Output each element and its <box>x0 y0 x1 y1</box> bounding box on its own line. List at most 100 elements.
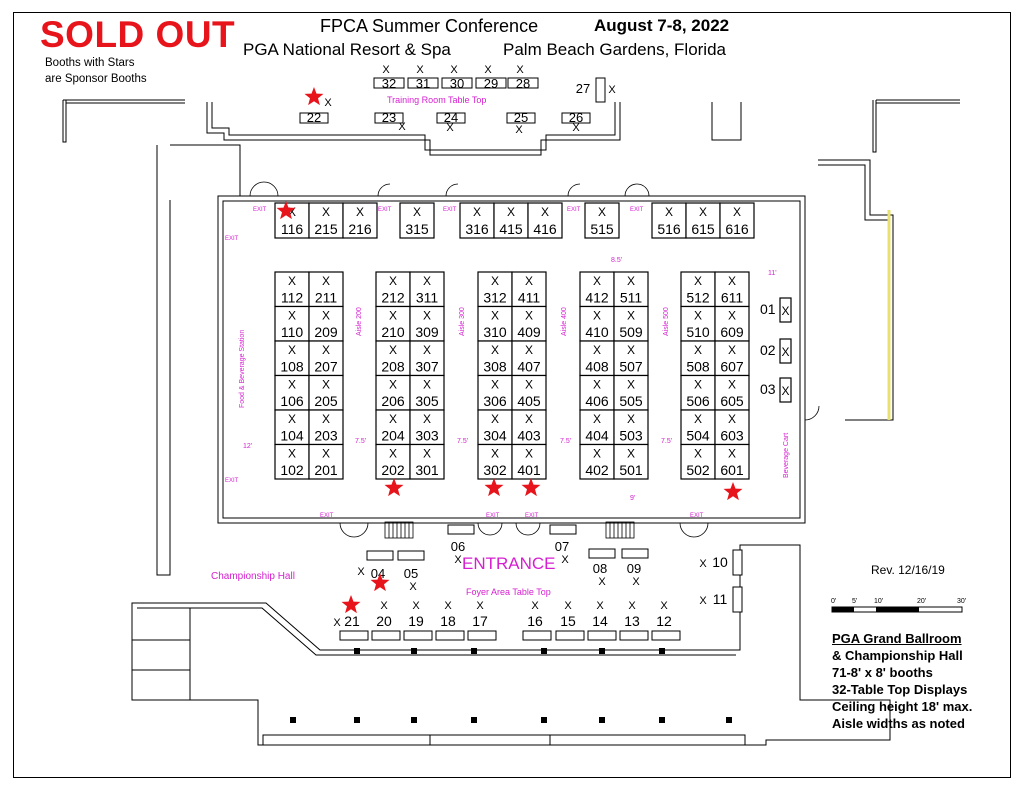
table-top-05[interactable]: 05X <box>397 550 425 593</box>
table-top-25[interactable]: 25X <box>506 110 536 136</box>
table-top-10[interactable]: 10X <box>699 549 743 576</box>
table-top-12[interactable]: 12X <box>651 600 681 641</box>
table-top-20[interactable]: 20X <box>371 600 401 641</box>
table-top-30[interactable]: 30X <box>441 64 473 91</box>
table-top-16[interactable]: 16X <box>522 600 552 641</box>
table-top-07[interactable]: 07X <box>549 524 577 566</box>
table-top-23[interactable]: 23X <box>374 110 406 133</box>
table-top-14[interactable]: 14X <box>587 600 617 641</box>
table-top-24[interactable]: 24X <box>436 110 466 134</box>
table-top-19[interactable]: 19X <box>403 600 433 641</box>
table-top-18[interactable]: 18X <box>435 600 465 641</box>
table-top-31[interactable]: 31X <box>407 64 439 91</box>
table-top-17[interactable]: 17X <box>467 600 497 641</box>
table-top-09[interactable]: 09X <box>621 548 649 588</box>
table-top-32[interactable]: 32X <box>373 64 405 91</box>
table-top-13[interactable]: 13X <box>619 600 649 641</box>
table-top-06[interactable]: 06X <box>447 524 475 566</box>
table-top-15[interactable]: 15X <box>555 600 585 641</box>
table-top-22[interactable]: 22X <box>299 97 332 125</box>
table-top-29[interactable]: 29X <box>475 64 507 91</box>
table-top-21[interactable]: 21X <box>333 613 369 641</box>
table-top-04[interactable]: 04X <box>357 550 394 581</box>
table-top-11[interactable]: 11X <box>699 586 743 613</box>
table-top-28[interactable]: 28X <box>507 64 539 91</box>
table-top-26[interactable]: 26X <box>561 110 591 134</box>
